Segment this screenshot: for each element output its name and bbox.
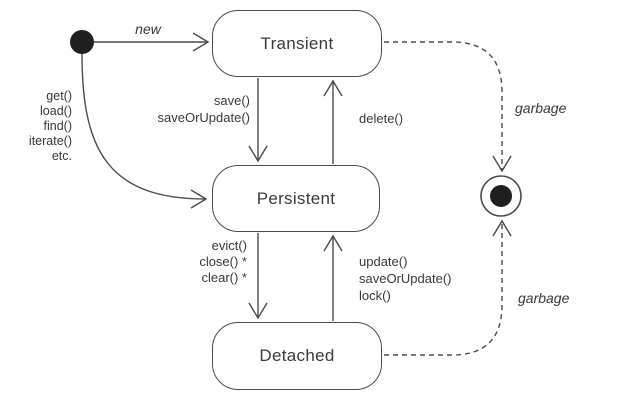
transition-garbage-bottom-arrow — [384, 219, 512, 356]
transition-delete-label: delete() — [359, 111, 404, 126]
state-transient: Transient — [212, 10, 382, 77]
state-persistent: Persistent — [212, 165, 380, 232]
transition-save-label: save() saveOrUpdate() — [157, 93, 250, 125]
final-state-icon — [480, 175, 522, 217]
initial-state-icon — [70, 30, 94, 54]
transition-garbage-top-arrow — [384, 41, 512, 173]
transition-load-methods-label: get() load() find() iterate() etc. — [28, 89, 72, 163]
transition-garbage-bottom-label: garbage — [518, 290, 570, 306]
transition-evict-label: evict() close() * clear() * — [199, 238, 247, 285]
transition-garbage-top-label: garbage — [515, 100, 567, 116]
transition-new-label: new — [135, 21, 161, 37]
state-persistent-label: Persistent — [256, 188, 336, 208]
state-detached-label: Detached — [259, 346, 335, 365]
transition-load-arrow — [81, 53, 208, 209]
state-transient-label: Transient — [260, 33, 334, 53]
state-detached: Detached — [212, 322, 382, 390]
transition-update-label: update() saveOrUpdate() lock() — [359, 254, 452, 303]
